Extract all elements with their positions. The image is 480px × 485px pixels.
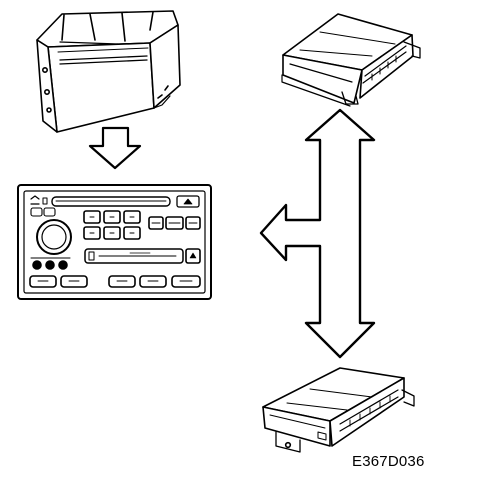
figure-code-label: E367D036: [352, 453, 425, 470]
arrow-down: [88, 126, 142, 170]
module-bottom-right: [262, 367, 415, 453]
radio-head-unit: [17, 184, 212, 300]
cd-changer-top-right: [281, 13, 421, 107]
connection-arrow: [259, 108, 376, 359]
cd-changer-top-left: [36, 10, 181, 133]
